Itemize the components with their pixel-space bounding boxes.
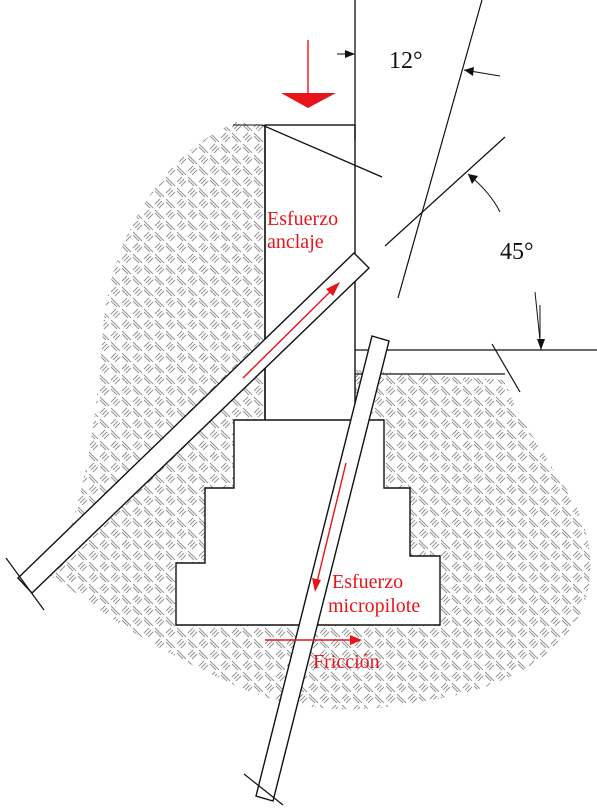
top-slope-line (261, 124, 383, 178)
inclined-45deg-line (384, 136, 506, 247)
micropile-stress-label: Esfuerzo (332, 571, 403, 593)
angle-label-45: 45° (500, 239, 534, 265)
micropile-bar (243, 335, 390, 806)
down-arrow-icon (281, 40, 336, 108)
anchor-bar (5, 252, 370, 611)
friction-label: Fricción (313, 651, 380, 673)
micropile-stress-arrow (312, 462, 347, 592)
inclined-12deg-line (397, 0, 483, 299)
anchor-stress-label-2: anclaje (267, 231, 324, 253)
anchor-stress-arrow (242, 282, 340, 379)
friction-arrow (265, 635, 362, 645)
micropile-stress-label-2: micropilote (328, 595, 420, 617)
anchor-stress-label: Esfuerzo (267, 208, 338, 230)
angle-label-12: 12° (389, 48, 423, 74)
stepped-footing (175, 419, 441, 626)
